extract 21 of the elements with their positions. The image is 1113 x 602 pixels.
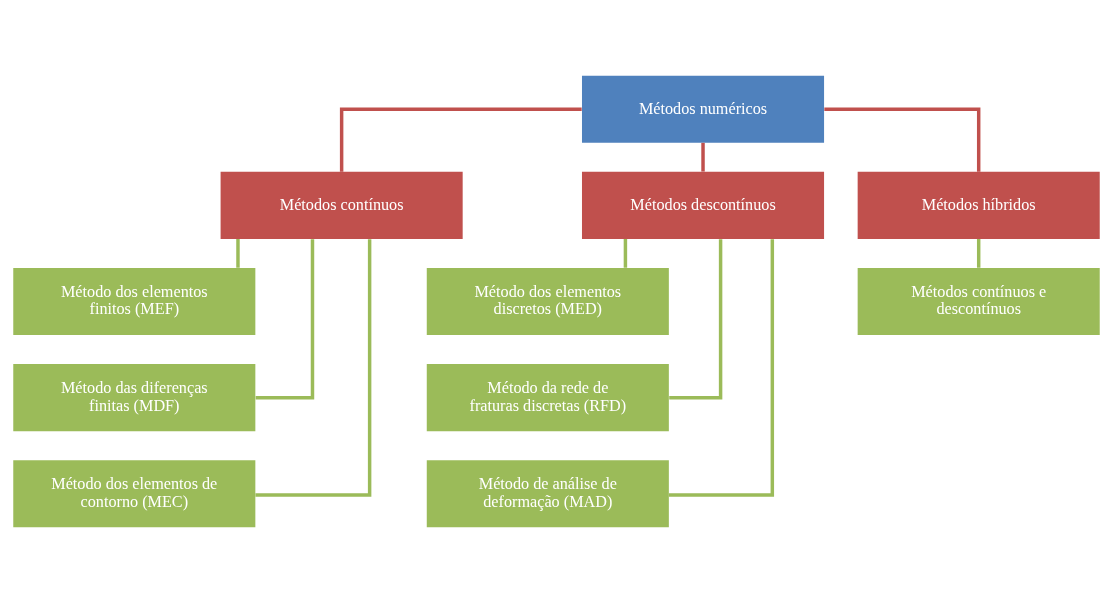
connector <box>255 238 372 497</box>
node-box: Método dos elementos finitos (MEF) <box>13 267 256 335</box>
connector <box>976 238 981 268</box>
connector <box>701 142 705 172</box>
node-box: Método de análise de deformação (MAD) <box>426 459 669 527</box>
node-box: Métodos híbridos <box>857 171 1100 239</box>
connector <box>236 238 240 268</box>
connector <box>824 107 981 172</box>
connector <box>668 238 775 497</box>
node-box: Métodos numéricos <box>582 75 825 143</box>
connector <box>339 107 582 172</box>
node-box: Método dos elementos discretos (MED) <box>426 267 669 335</box>
node-box: Métodos contínuos e descontínuos <box>857 267 1100 335</box>
node-box: Métodos descontínuos <box>582 171 825 239</box>
connector <box>255 238 315 399</box>
node-box: Método da rede de fraturas discretas (RFD) <box>426 363 669 431</box>
node-box: Método dos elementos de contorno (MEC) <box>13 459 256 527</box>
node-box: Métodos contínuos <box>220 171 463 239</box>
connector <box>669 238 723 399</box>
connector <box>623 238 628 268</box>
node-box: Método das diferenças finitas (MDF) <box>13 363 256 431</box>
